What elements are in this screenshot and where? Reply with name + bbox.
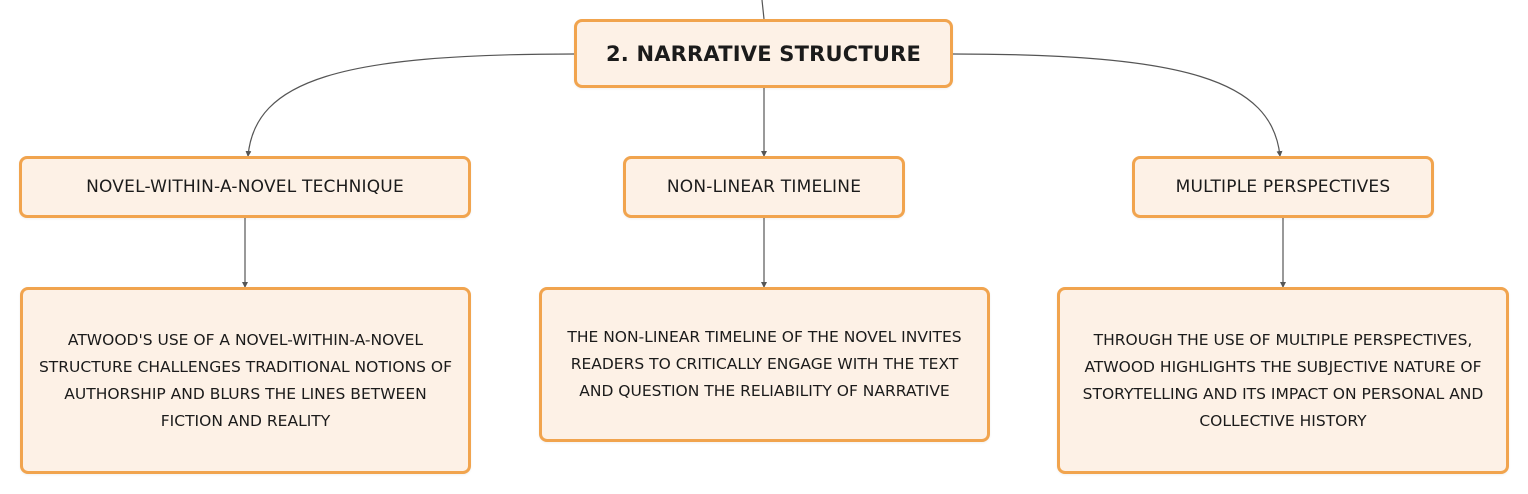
topic-node-label: MULTIPLE PERSPECTIVES [1175,177,1391,197]
connector-parent-to-root [761,0,765,20]
detail-node-text: ATWOOD'S USE OF A NOVEL-WITHIN-A-NOVEL S… [38,330,453,430]
root-node[interactable]: 2. NARRATIVE STRUCTURE [574,19,953,88]
root-node-label: 2. NARRATIVE STRUCTURE [605,41,922,66]
connector-root-to-topic-1 [245,53,575,157]
connector-root-to-topic-3 [952,53,1283,157]
detail-node-text: THROUGH THE USE OF MULTIPLE PERSPECTIVES… [1082,330,1484,430]
topic-node-novel-within-a-novel[interactable]: NOVEL-WITHIN-A-NOVEL TECHNIQUE [19,156,471,218]
detail-node-text: THE NON-LINEAR TIMELINE OF THE NOVEL INV… [567,328,962,400]
detail-node-non-linear-timeline[interactable]: THE NON-LINEAR TIMELINE OF THE NOVEL INV… [539,287,990,442]
detail-node-multiple-perspectives[interactable]: THROUGH THE USE OF MULTIPLE PERSPECTIVES… [1057,287,1509,474]
topic-node-label: NON-LINEAR TIMELINE [666,177,862,197]
topic-node-non-linear-timeline[interactable]: NON-LINEAR TIMELINE [623,156,905,218]
detail-node-novel-within-a-novel[interactable]: ATWOOD'S USE OF A NOVEL-WITHIN-A-NOVEL S… [20,287,471,474]
topic-node-label: NOVEL-WITHIN-A-NOVEL TECHNIQUE [86,177,404,197]
topic-node-multiple-perspectives[interactable]: MULTIPLE PERSPECTIVES [1132,156,1434,218]
